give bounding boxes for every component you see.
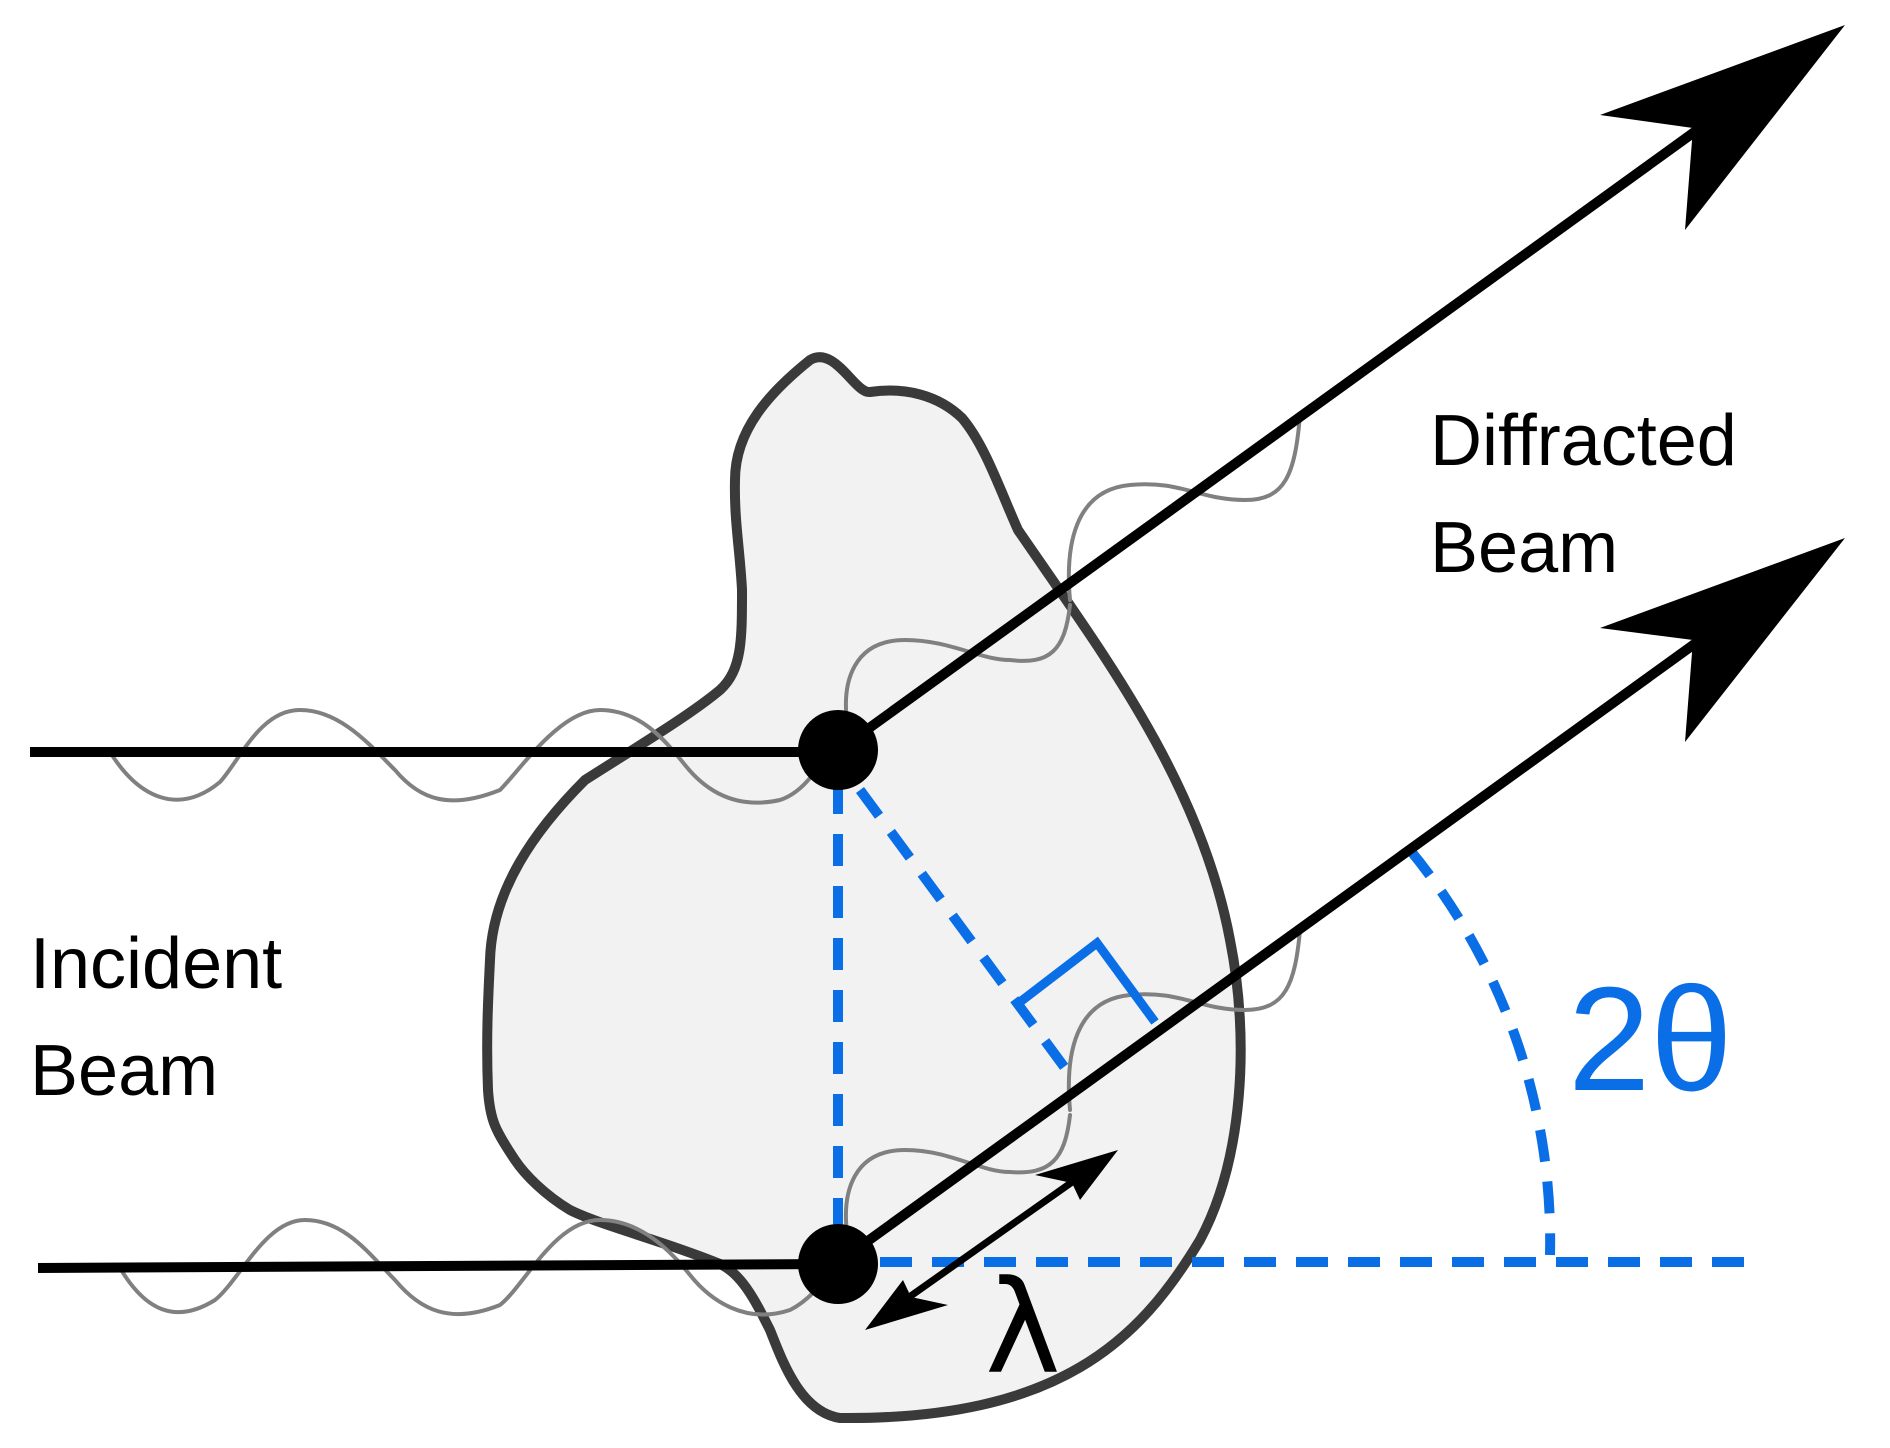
diffracted-beam-bottom [833, 635, 1703, 1269]
angle-label: 2θ [1568, 957, 1733, 1122]
incident-beam-label-line1: Incident [30, 924, 282, 1004]
construction-lines [833, 782, 1745, 1267]
incident-wave-top [108, 707, 842, 805]
right-angle-marker [1017, 936, 1159, 1025]
angle-arc [1406, 846, 1556, 1256]
wave-traces [108, 413, 1302, 1317]
incident-beam-label-line2: Beam [30, 1031, 218, 1111]
incident-wave-bottom [118, 1217, 842, 1317]
arrowhead-bottom [1600, 538, 1845, 742]
diffracted-wave-bottom-1 [843, 1113, 1072, 1242]
wavelength-arrow [865, 1150, 1118, 1330]
wavelength-arrow-shaft [885, 1177, 1078, 1315]
scattering-point-bottom [798, 1224, 878, 1304]
diffracted-beam-label-line1: Diffracted [1430, 401, 1737, 481]
diffracted-beam-label-line2: Beam [1430, 508, 1618, 588]
diffracted-wave-top-1 [843, 603, 1072, 730]
scattering-point-top [798, 710, 878, 790]
arrowhead-top [1600, 25, 1845, 230]
wavelength-arrowhead-end [1035, 1150, 1118, 1200]
diffracted-beam-top [833, 123, 1703, 757]
wavelength-label: λ [985, 1254, 1061, 1403]
beams [30, 123, 1703, 1273]
diffracted-wave-bottom-2 [1066, 928, 1302, 1112]
incident-beam-bottom [37, 1259, 837, 1273]
particle-body [482, 352, 1246, 1424]
wavelength-arrowhead-start [865, 1280, 948, 1330]
perpendicular-dashed-line [855, 787, 1070, 1071]
diffracted-wave-top-2 [1066, 413, 1302, 602]
